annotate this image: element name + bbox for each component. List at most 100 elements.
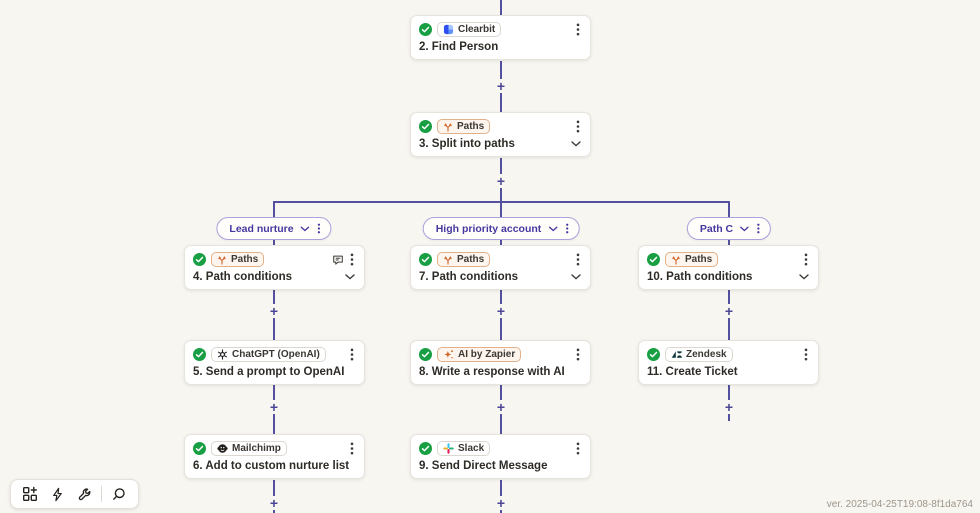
kebab-menu-icon[interactable]	[803, 348, 809, 361]
check-circle-icon	[647, 348, 660, 361]
app-chip-label: Paths	[231, 254, 259, 265]
check-circle-icon	[419, 348, 432, 361]
chevron-down-icon[interactable]	[571, 274, 581, 280]
step-title: 6. Add to custom nurture list	[193, 460, 350, 472]
connector-line	[273, 290, 275, 304]
connector-line	[500, 0, 502, 15]
step-card-find-person[interactable]: Clearbit 2. Find Person	[410, 15, 591, 60]
check-circle-icon	[419, 253, 432, 266]
app-chip-label: Clearbit	[458, 24, 496, 35]
connector-line	[500, 510, 502, 513]
step-card-path-conditions-a[interactable]: Paths 4. Path conditions	[184, 245, 365, 290]
path-pill-label: Path C	[699, 222, 734, 235]
step-card-create-ticket[interactable]: Zendesk 11. Create Ticket	[638, 340, 819, 385]
app-chip-label: ChatGPT (OpenAI)	[232, 349, 320, 360]
app-chip: Paths	[437, 252, 491, 267]
connector-line	[500, 290, 502, 304]
step-card-path-conditions-c[interactable]: Paths 10. Path conditions	[638, 245, 819, 290]
add-step-button[interactable]: +	[724, 399, 734, 415]
step-card-send-prompt-openai[interactable]: ChatGPT (OpenAI) 5. Send a prompt to Ope…	[184, 340, 365, 385]
step-title: 10. Path conditions	[647, 271, 753, 283]
step-card-split-into-paths[interactable]: Paths 3. Split into paths	[410, 112, 591, 157]
step-card-add-to-nurture-list[interactable]: Mailchimp 6. Add to custom nurture list	[184, 434, 365, 479]
kebab-menu-icon[interactable]	[756, 223, 761, 234]
app-chip-label: Paths	[685, 254, 713, 265]
step-title: 7. Path conditions	[419, 271, 519, 283]
toolbar-divider	[101, 486, 102, 502]
step-title: 4. Path conditions	[193, 271, 293, 283]
check-circle-icon	[193, 253, 206, 266]
kebab-menu-icon[interactable]	[575, 348, 581, 361]
kebab-menu-icon[interactable]	[575, 120, 581, 133]
connector-line	[500, 188, 502, 202]
lightning-icon[interactable]	[47, 483, 67, 505]
magnifier-icon[interactable]	[109, 483, 129, 505]
step-card-path-conditions-b[interactable]: Paths 7. Path conditions	[410, 245, 591, 290]
kebab-menu-icon[interactable]	[349, 348, 355, 361]
connector-line	[728, 318, 730, 340]
apps-grid-add-icon[interactable]	[20, 483, 40, 505]
add-step-button[interactable]: +	[496, 78, 506, 94]
connector-line	[500, 201, 502, 217]
connector-line	[728, 240, 730, 246]
kebab-menu-icon[interactable]	[564, 223, 569, 234]
chevron-down-icon[interactable]	[345, 274, 355, 280]
connector-line	[500, 318, 502, 340]
kebab-menu-icon[interactable]	[803, 253, 809, 266]
connector-line	[500, 158, 502, 174]
app-chip: Mailchimp	[211, 441, 287, 456]
connector-line	[500, 240, 502, 246]
app-chip-label: AI by Zapier	[458, 349, 516, 360]
connector-line	[273, 201, 275, 217]
add-step-button[interactable]: +	[496, 399, 506, 415]
chatgpt-icon	[217, 349, 228, 360]
step-card-send-direct-message[interactable]: Slack 9. Send Direct Message	[410, 434, 591, 479]
app-chip: Zendesk	[665, 347, 733, 362]
connector-line	[273, 385, 275, 400]
zendesk-icon	[671, 349, 682, 360]
add-step-button[interactable]: +	[496, 495, 506, 511]
connector-line	[728, 385, 730, 400]
wrench-icon[interactable]	[74, 483, 94, 505]
chevron-down-icon[interactable]	[300, 226, 310, 232]
kebab-menu-icon[interactable]	[575, 442, 581, 455]
add-step-button[interactable]: +	[269, 399, 279, 415]
step-card-write-response-ai[interactable]: AI by Zapier 8. Write a response with AI	[410, 340, 591, 385]
kebab-menu-icon[interactable]	[575, 23, 581, 36]
step-title: 8. Write a response with AI	[419, 366, 565, 378]
path-pill-lead-nurture[interactable]: Lead nurture	[216, 217, 332, 240]
app-chip-label: Zendesk	[686, 349, 727, 360]
path-pill-path-c[interactable]: Path C	[686, 217, 772, 240]
add-step-button[interactable]: +	[724, 303, 734, 319]
path-pill-label: High priority account	[435, 222, 542, 235]
check-circle-icon	[419, 23, 432, 36]
app-chip-label: Paths	[457, 254, 485, 265]
path-pill-high-priority[interactable]: High priority account	[422, 217, 580, 240]
check-circle-icon	[419, 442, 432, 455]
add-step-button[interactable]: +	[496, 173, 506, 189]
add-step-button[interactable]: +	[269, 303, 279, 319]
kebab-menu-icon[interactable]	[349, 442, 355, 455]
add-step-button[interactable]: +	[496, 303, 506, 319]
kebab-menu-icon[interactable]	[317, 223, 322, 234]
chevron-down-icon[interactable]	[571, 141, 581, 147]
app-chip: Paths	[437, 119, 491, 134]
connector-line	[273, 510, 275, 513]
kebab-menu-icon[interactable]	[575, 253, 581, 266]
mailchimp-icon	[217, 443, 228, 454]
comment-bubble-icon[interactable]	[332, 254, 344, 266]
chevron-down-icon[interactable]	[548, 226, 558, 232]
paths-icon	[443, 255, 453, 265]
chevron-down-icon[interactable]	[740, 226, 749, 232]
connector-line	[728, 290, 730, 304]
connector-line	[273, 414, 275, 434]
connector-line	[500, 61, 502, 79]
add-step-button[interactable]: +	[269, 495, 279, 511]
app-chip: Slack	[437, 441, 491, 456]
chevron-down-icon[interactable]	[799, 274, 809, 280]
connector-line	[500, 93, 502, 112]
paths-icon	[217, 255, 227, 265]
kebab-menu-icon[interactable]	[349, 253, 355, 266]
connector-line	[500, 480, 502, 496]
